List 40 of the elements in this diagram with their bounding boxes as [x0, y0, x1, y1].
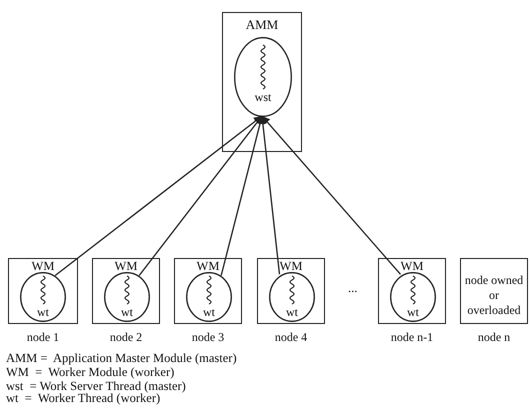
thread-label: wt	[120, 306, 134, 318]
module-label: WM	[400, 260, 424, 272]
thread-label: wt	[406, 306, 420, 318]
thread-ellipse	[20, 272, 66, 322]
worker-module-box	[8, 258, 78, 324]
legend-note: wst = Work Server Thread (master)	[6, 380, 186, 392]
node-caption: node 1	[26, 330, 60, 345]
thread-label: wt	[202, 306, 216, 318]
thread-label: wst	[254, 91, 272, 103]
module-label: WM	[196, 260, 220, 272]
node-status-text: node owned or overloaded	[464, 273, 524, 318]
module-label: WM	[114, 260, 138, 272]
legend-note: WM = Worker Module (worker)	[6, 366, 174, 378]
arrow	[54, 115, 262, 276]
worker-module-box	[174, 258, 242, 324]
master-module-box	[222, 12, 302, 152]
node-caption: node 2	[108, 330, 144, 345]
node-caption: node n	[476, 330, 512, 345]
module-label: WM	[30, 260, 56, 272]
module-label: AMM	[244, 18, 280, 31]
thread-ellipse	[269, 272, 315, 322]
thread-label: wt	[285, 306, 299, 318]
arrow	[258, 116, 280, 274]
node-caption: node 3	[190, 330, 226, 345]
ellipsis-text: ...	[348, 282, 358, 294]
thread-ellipse	[234, 37, 292, 117]
thread-label: wt	[36, 306, 50, 318]
node-caption: node n-1	[390, 330, 434, 345]
module-label: WM	[278, 260, 304, 272]
worker-module-box	[378, 258, 446, 324]
thread-ellipse	[390, 272, 436, 322]
thread-ellipse	[186, 272, 232, 322]
legend-note: AMM = Application Master Module (master)	[6, 352, 237, 364]
worker-module-box	[257, 258, 325, 324]
node-caption: node 4	[274, 330, 308, 345]
worker-module-box	[92, 258, 160, 324]
arrow	[262, 116, 401, 275]
node-box	[460, 258, 528, 324]
thread-ellipse	[104, 272, 150, 322]
legend-note: wt = Worker Thread (worker)	[6, 392, 160, 404]
